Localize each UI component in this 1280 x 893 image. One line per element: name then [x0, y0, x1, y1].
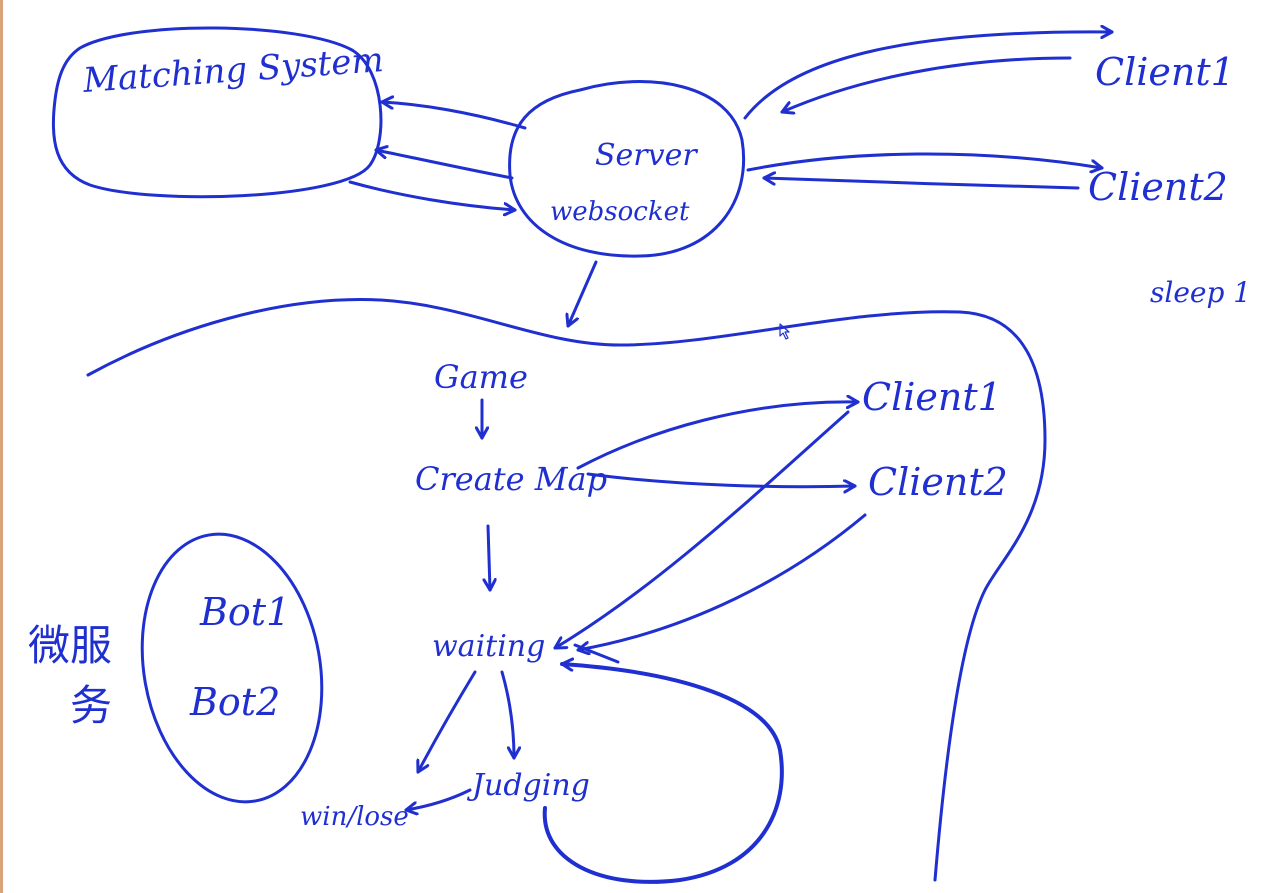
- arrow-create-map-to-waiting: [488, 524, 490, 590]
- bot-ellipse: [140, 532, 324, 804]
- websocket-label: websocket: [550, 197, 690, 227]
- arrow-server-to-matching-2: [376, 150, 514, 180]
- page-left-edge: [0, 0, 3, 893]
- client1-top-label: Client1: [1095, 50, 1235, 94]
- sleep-label: sleep 1: [1150, 276, 1251, 309]
- arrow-server-to-game: [568, 260, 598, 326]
- stroke-client2-to-waiting-tail: [573, 643, 620, 664]
- arrow-client1-to-server: [782, 56, 1072, 112]
- arrow-client1-to-waiting: [555, 410, 850, 648]
- matching-system-label: Matching System: [81, 40, 385, 101]
- server-outline: [508, 80, 746, 258]
- waiting-label: waiting: [432, 629, 545, 664]
- arrow-server-to-client2: [746, 152, 1102, 170]
- bot2-label: Bot2: [189, 680, 280, 724]
- microservice-label-2: 务: [70, 681, 112, 730]
- client2-game-label: Client2: [868, 460, 1008, 504]
- arrow-waiting-to-judging: [500, 670, 514, 758]
- arrow-judging-to-winlose: [406, 788, 472, 810]
- matching-system-outline: [51, 26, 383, 199]
- judging-label: Judging: [466, 768, 590, 803]
- arrow-server-to-matching-1: [382, 102, 527, 130]
- create-map-label: Create Map: [415, 460, 607, 498]
- arrow-server-to-client1: [743, 32, 1112, 120]
- arrow-client2-to-server: [764, 178, 1080, 190]
- game-region-outline: [86, 298, 1047, 882]
- arrow-waiting-to-winlose: [418, 670, 477, 772]
- arrow-create-map-to-client1: [576, 402, 858, 470]
- bot1-label: Bot1: [199, 590, 290, 634]
- microservice-label: 微服: [28, 621, 112, 670]
- game-label: Game: [434, 358, 528, 396]
- arrow-matching-to-server: [348, 180, 515, 210]
- pointer-cursor-icon: [779, 323, 790, 340]
- win-lose-label: win/lose: [300, 802, 409, 832]
- arrow-judging-loop-to-waiting: [542, 664, 784, 884]
- arrow-client2-to-waiting: [578, 513, 867, 650]
- arrow-create-map-to-client2: [586, 472, 855, 487]
- client2-top-label: Client2: [1088, 165, 1228, 209]
- server-label: Server: [595, 138, 698, 173]
- client1-game-label: Client1: [862, 375, 1002, 419]
